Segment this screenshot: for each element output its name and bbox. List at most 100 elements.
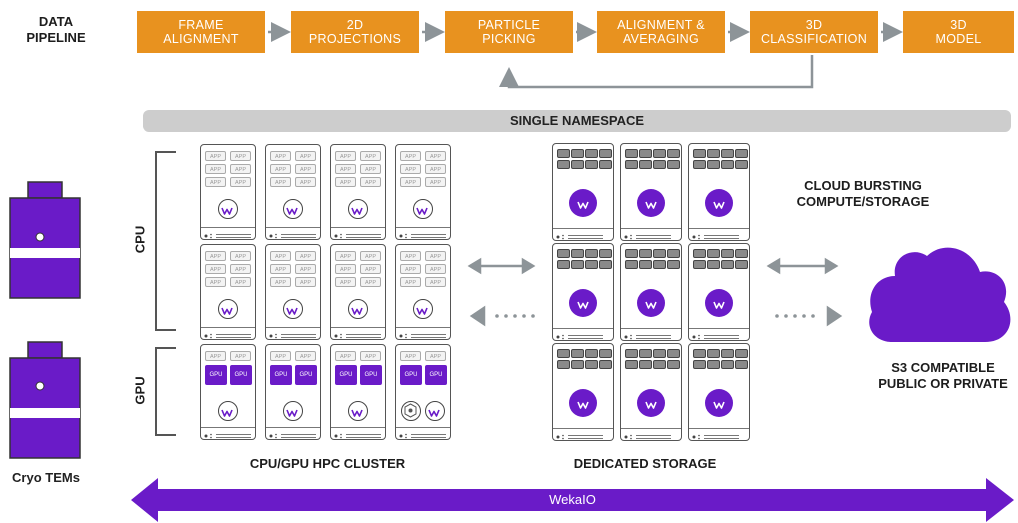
app-chip: APP <box>270 151 291 161</box>
app-chip: APP <box>270 351 291 361</box>
storage-server <box>688 143 750 241</box>
weka-logo-icon <box>637 389 665 417</box>
server-footer <box>689 328 749 340</box>
storage-drive <box>639 360 652 369</box>
storage-drive <box>693 360 706 369</box>
app-chip: APP <box>335 177 356 187</box>
storage-drive <box>557 160 570 169</box>
app-chip: APP <box>360 277 381 287</box>
server-footer <box>201 327 255 339</box>
app-chip: APP <box>335 251 356 261</box>
storage-drive <box>721 260 734 269</box>
storage-drive <box>721 349 734 358</box>
cryo-tems-label: Cryo TEMs <box>12 470 80 485</box>
storage-drive <box>653 149 666 158</box>
app-chip: APP <box>425 177 446 187</box>
app-chip: APP <box>400 177 421 187</box>
storage-drive <box>639 260 652 269</box>
app-chip: APP <box>270 277 291 287</box>
cryo-tem-icon <box>9 341 81 459</box>
storage-drive <box>735 349 748 358</box>
stage-frame-alignment: FRAME ALIGNMENT <box>137 11 265 53</box>
server-footer <box>331 227 385 239</box>
storage-drive <box>667 349 680 358</box>
storage-drive <box>599 149 612 158</box>
app-chip: APP <box>295 151 316 161</box>
feedback-loop-arrow <box>499 55 814 89</box>
weka-logo-icon <box>218 199 238 219</box>
server-footer <box>689 428 749 440</box>
stage-2d-projections: 2D PROJECTIONS <box>291 11 419 53</box>
storage-drive <box>571 160 584 169</box>
app-chip: APP <box>205 164 226 174</box>
storage-drive <box>571 149 584 158</box>
arrowhead-right <box>521 257 536 275</box>
storage-drive <box>653 160 666 169</box>
storage-drive <box>693 160 706 169</box>
app-chip: APP <box>230 151 251 161</box>
app-chip: APP <box>270 177 291 187</box>
weka-logo-icon <box>283 299 303 319</box>
app-chip: APP <box>230 251 251 261</box>
app-chip: APP <box>295 251 316 261</box>
weka-logo-icon <box>637 289 665 317</box>
gpu-chip: GPU <box>295 365 317 385</box>
storage-drive <box>585 360 598 369</box>
wekaio-bar-label: WekaIO <box>549 492 596 507</box>
storage-drive <box>639 149 652 158</box>
stage-3d-classification: 3D CLASSIFICATION <box>750 11 878 53</box>
storage-server <box>620 343 682 441</box>
app-chip: APP <box>230 164 251 174</box>
gpu-label: GPU <box>132 376 148 405</box>
server-footer <box>553 428 613 440</box>
stage-particle-picking: PARTICLE PICKING <box>445 11 573 53</box>
storage-drive <box>721 249 734 258</box>
storage-drive <box>571 349 584 358</box>
storage-drive <box>585 249 598 258</box>
gpu-bracket <box>155 347 176 436</box>
storage-drive <box>571 360 584 369</box>
storage-drive <box>571 260 584 269</box>
storage-drive <box>735 149 748 158</box>
cryo-tem-icons <box>9 181 81 459</box>
storage-drive <box>693 249 706 258</box>
storage-drive <box>599 160 612 169</box>
app-chip: APP <box>360 351 381 361</box>
storage-drive <box>693 260 706 269</box>
storage-drive <box>667 360 680 369</box>
app-chip: APP <box>295 264 316 274</box>
storage-drive <box>735 249 748 258</box>
storage-server <box>620 143 682 241</box>
storage-drive <box>599 349 612 358</box>
cpu-label: CPU <box>132 225 148 254</box>
storage-drive <box>667 260 680 269</box>
kubernetes-icon <box>401 401 421 421</box>
app-chip: APP <box>400 264 421 274</box>
app-chip: APP <box>205 277 226 287</box>
arrowhead-right <box>824 257 839 275</box>
app-chip: APP <box>360 151 381 161</box>
weka-logo-icon <box>218 401 238 421</box>
app-chip: APP <box>205 351 226 361</box>
server-footer <box>201 227 255 239</box>
storage-drive <box>571 249 584 258</box>
storage-drive <box>653 349 666 358</box>
storage-drive <box>667 249 680 258</box>
weka-logo-icon <box>283 199 303 219</box>
storage-drive <box>735 260 748 269</box>
gpu-chip: GPU <box>335 365 357 385</box>
storage-drive <box>721 360 734 369</box>
app-chip: APP <box>335 151 356 161</box>
app-chip: APP <box>425 251 446 261</box>
server-footer <box>553 228 613 240</box>
storage-drive <box>707 349 720 358</box>
app-chip: APP <box>400 151 421 161</box>
storage-drive <box>557 260 570 269</box>
server-footer <box>266 427 320 439</box>
storage-drive <box>667 160 680 169</box>
arrowhead-left <box>766 257 781 275</box>
app-chip: APP <box>230 264 251 274</box>
